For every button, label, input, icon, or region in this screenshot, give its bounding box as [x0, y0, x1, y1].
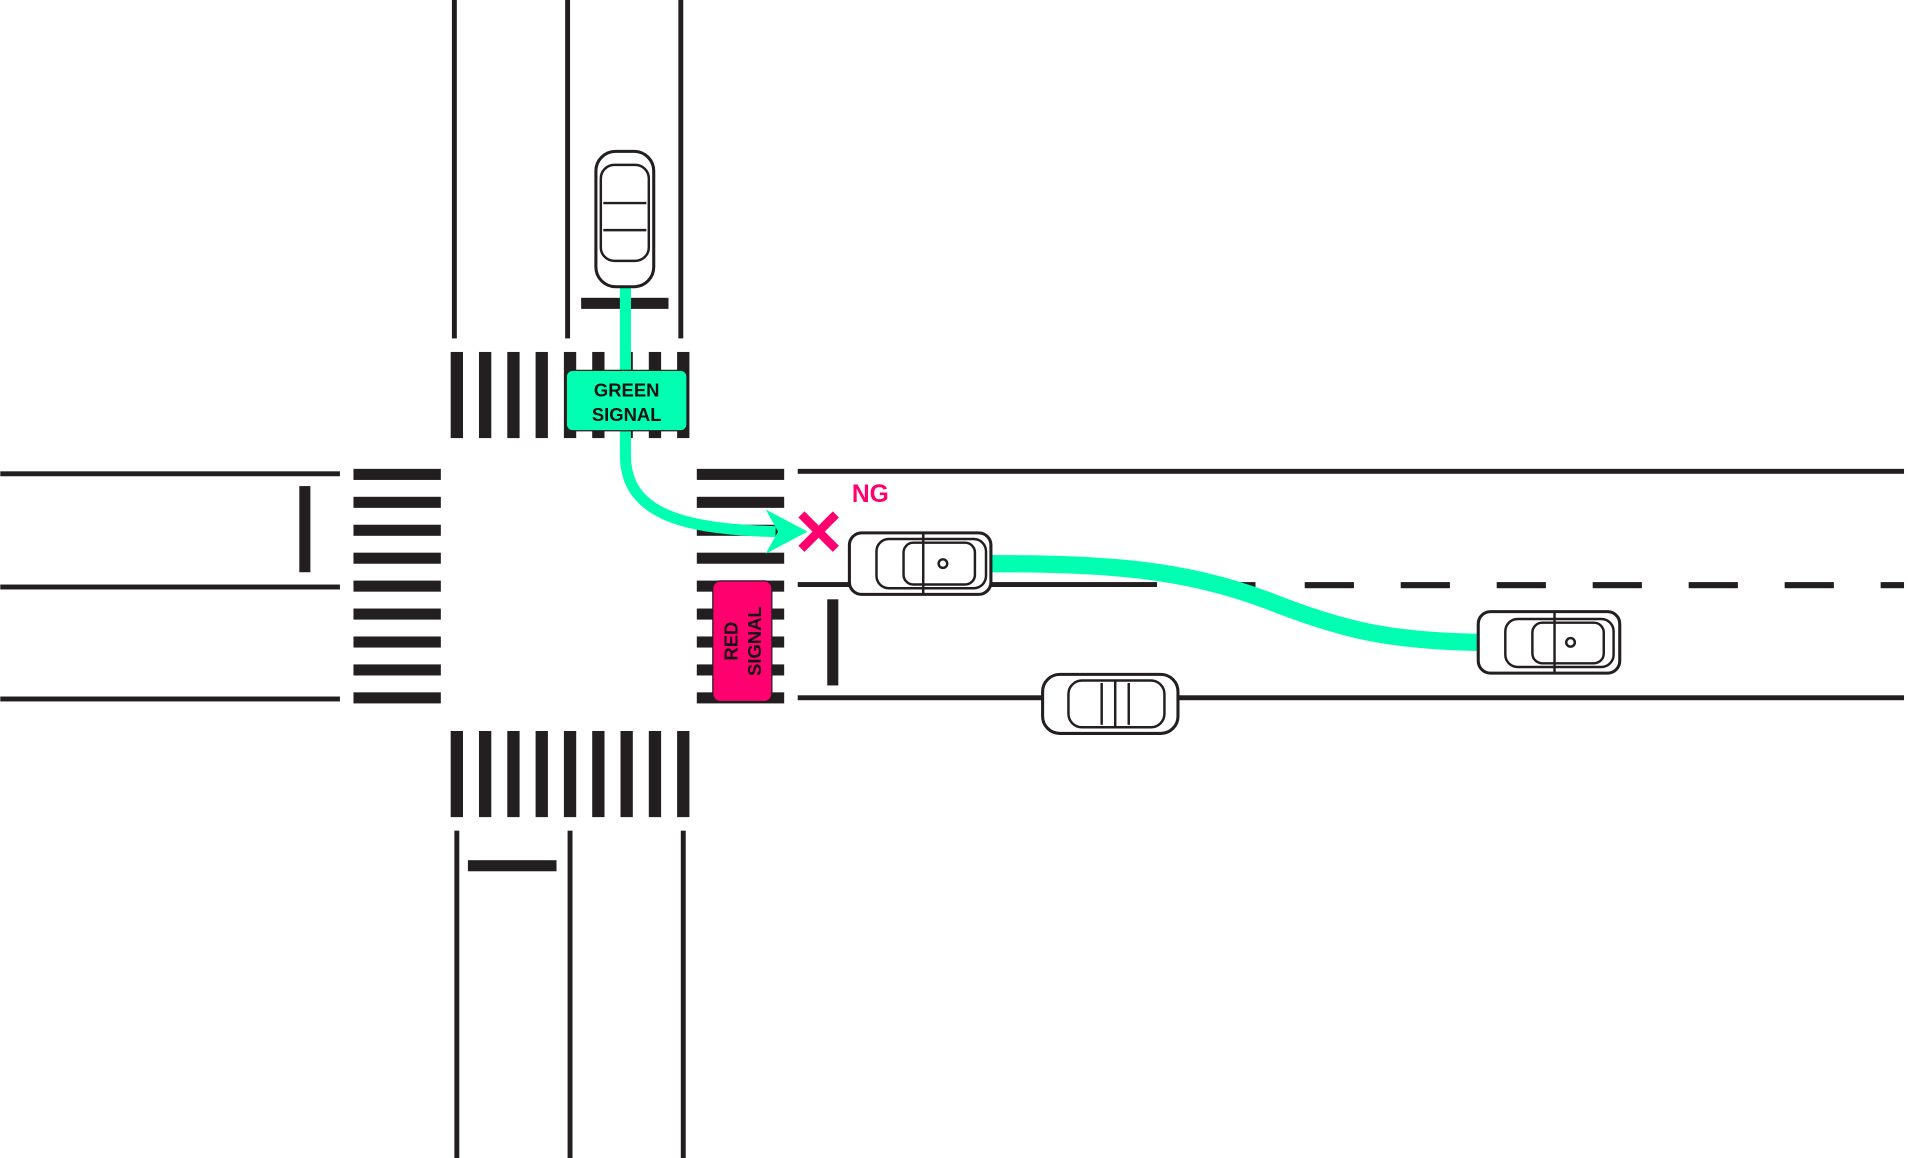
- south-stop-line: [467, 860, 557, 872]
- red-signal-text-1: RED: [720, 622, 741, 661]
- crosswalk-stripe: [677, 730, 690, 818]
- crosswalk-stripe: [353, 468, 441, 480]
- crosswalk-stripe: [535, 730, 548, 818]
- green-signal-text-1: GREEN: [594, 379, 660, 400]
- west-crosswalk: [353, 468, 441, 704]
- crosswalk-stripe: [478, 351, 492, 439]
- lane-change-path: [984, 555, 1480, 651]
- lane-dash: [1688, 582, 1738, 589]
- west-stop-line: [299, 486, 311, 573]
- crosswalk-stripe: [648, 730, 662, 818]
- crosswalk-stripe: [353, 524, 441, 536]
- east-road-top-edge: [797, 468, 1905, 474]
- crosswalk-stripe: [563, 730, 577, 818]
- north-road-right-edge: [678, 0, 684, 339]
- west-road-top-edge: [0, 471, 340, 477]
- crosswalk-stripe: [592, 730, 605, 818]
- crosswalk-stripe: [696, 552, 785, 564]
- crosswalk-stripe: [353, 552, 441, 564]
- ng-cross-icon: [798, 511, 839, 552]
- west-road: [0, 471, 340, 702]
- crosswalk-stripe: [696, 468, 785, 480]
- crosswalk-stripe: [353, 692, 441, 704]
- lane-dash: [1400, 582, 1450, 589]
- lane-dash: [1496, 582, 1546, 589]
- north-road-center-line: [565, 0, 571, 339]
- east-road-bottom-edge: [797, 695, 1905, 701]
- crosswalk-stripe: [450, 351, 463, 439]
- lane-dash: [1784, 582, 1834, 589]
- crosswalk-stripe: [353, 636, 441, 648]
- red-signal-text-2: SIGNAL: [744, 606, 765, 676]
- crosswalk-stripe: [696, 496, 785, 508]
- crosswalk-stripe: [353, 608, 441, 620]
- crosswalk-stripe: [353, 496, 441, 508]
- turning-path-arrow: [619, 286, 776, 538]
- green-signal-text-2: SIGNAL: [592, 404, 662, 425]
- arrowhead-icon: [765, 509, 808, 554]
- car-icon-east-moving: [1476, 610, 1622, 675]
- east-stop-line: [827, 599, 839, 686]
- south-road-right-edge: [680, 830, 686, 1158]
- red-signal-badge: RED SIGNAL: [712, 580, 773, 703]
- lane-dash: [1304, 582, 1354, 589]
- crosswalk-stripe: [535, 351, 548, 439]
- car-icon-east-stopped: [847, 531, 993, 596]
- south-road: [454, 830, 686, 1158]
- crosswalk-stripe: [507, 351, 520, 439]
- south-road-center-line: [567, 830, 573, 1158]
- lane-dash: [1592, 582, 1642, 589]
- south-crosswalk: [450, 730, 690, 818]
- crosswalk-stripe: [353, 580, 441, 592]
- green-signal-badge: GREEN SIGNAL: [565, 369, 688, 432]
- car-icon-north: [594, 149, 656, 289]
- north-road-left-edge: [451, 0, 457, 339]
- east-road-dashed-lane-line: [1212, 582, 1905, 589]
- south-road-left-edge: [454, 830, 460, 1158]
- crosswalk-stripe: [353, 664, 441, 676]
- lane-dash: [1880, 582, 1905, 589]
- west-road-center-line: [0, 584, 340, 590]
- crosswalk-stripe: [620, 730, 633, 818]
- car-icon-parked: [1041, 672, 1180, 735]
- west-road-bottom-edge: [0, 696, 340, 702]
- ng-label: NG: [852, 481, 889, 508]
- crosswalk-stripe: [478, 730, 492, 818]
- crosswalk-stripe: [507, 730, 520, 818]
- crosswalk-stripe: [450, 730, 463, 818]
